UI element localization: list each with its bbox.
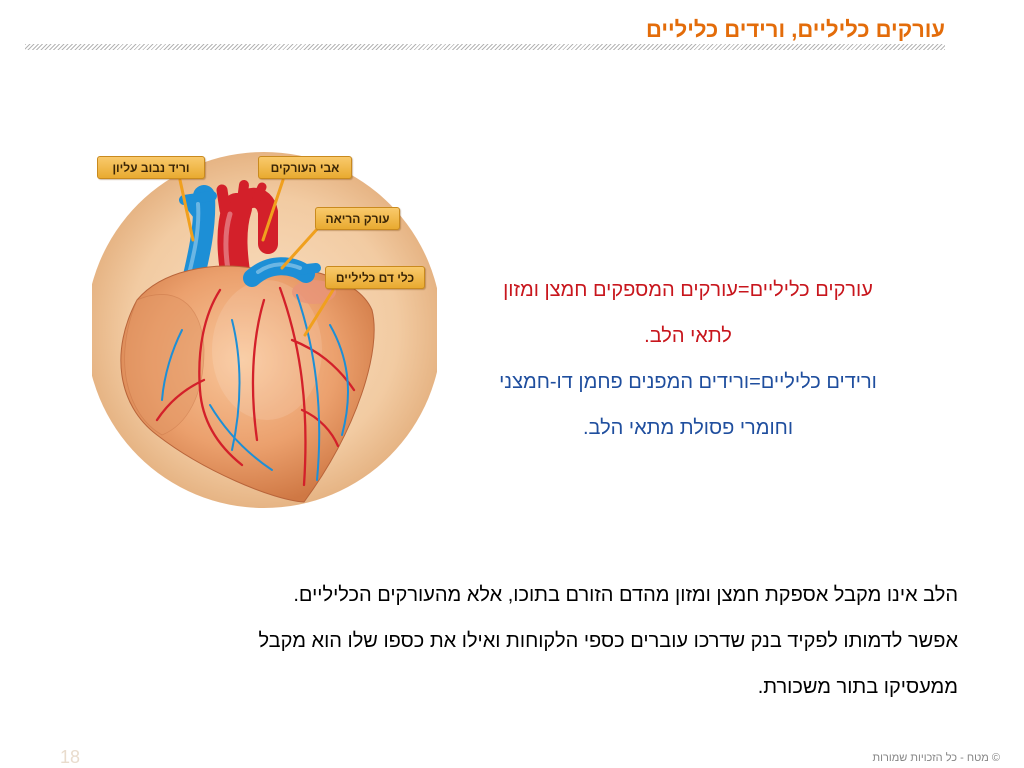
leader-line-aorta <box>261 178 285 242</box>
slide-title: עורקים כליליים, ורידים כליליים <box>645 17 945 42</box>
leader-line-vena-cava <box>178 178 195 242</box>
coronary-vein <box>231 319 241 451</box>
leader-line-pulmonary-artery <box>280 226 320 270</box>
explanation-line: ממעסיקו בתור משכורת. <box>757 676 958 698</box>
coronary-vein <box>329 324 349 436</box>
coronary-artery <box>198 288 244 467</box>
coronary-artery <box>155 378 206 422</box>
coronary-vein <box>296 294 321 481</box>
copyright-notice: © מטח - כל הזכויות שמורות <box>872 752 1000 764</box>
right-atrium <box>124 294 205 436</box>
coronary-arteries <box>155 286 356 487</box>
heart-illustration <box>92 152 437 508</box>
vein-definition-line: וחומרי פסולת מתאי הלב. <box>582 417 794 439</box>
coronary-vein <box>161 329 183 401</box>
coronary-artery <box>278 286 307 487</box>
label-pulmonary-artery: עורק הריאה <box>315 207 400 230</box>
leader-line-coronary-vessels <box>303 288 335 337</box>
artery-definition-line: עורקים כליליים=עורקים המספקים חמצן ומזון <box>503 279 873 301</box>
label-aorta: אבי העורקים <box>258 156 352 179</box>
heart-figure: וריד נבוב עליון אבי העורקים עורק הריאה כ… <box>92 150 437 510</box>
definitions-block: עורקים כליליים=עורקים המספקים חמצן ומזון… <box>440 267 936 451</box>
explanation-paragraph: הלב אינו מקבל אספקת חמצן ומזון מהדם הזור… <box>38 572 958 710</box>
explanation-line: הלב אינו מקבל אספקת חמצן ומזון מהדם הזור… <box>293 584 958 606</box>
vein-definition-line: ורידים כליליים=ורידים המפנים פחמן דו-חמצ… <box>499 371 877 393</box>
coronary-artery <box>290 338 356 392</box>
label-coronary-vessels: כלי דם כליליים <box>325 266 425 289</box>
coronary-vein <box>209 404 273 471</box>
coronary-artery <box>300 408 340 448</box>
explanation-line: אפשר לדמותו לפקיד בנק שדרכו עוברים כספי … <box>258 630 958 652</box>
coronary-veins <box>161 294 349 481</box>
label-superior-vena-cava: וריד נבוב עליון <box>97 156 205 179</box>
title-divider <box>25 44 945 50</box>
artery-definition-line: לתאי הלב. <box>644 325 732 347</box>
coronary-artery <box>251 298 266 442</box>
pulmonary-artery <box>243 257 321 287</box>
page-number: 18 <box>60 747 81 767</box>
